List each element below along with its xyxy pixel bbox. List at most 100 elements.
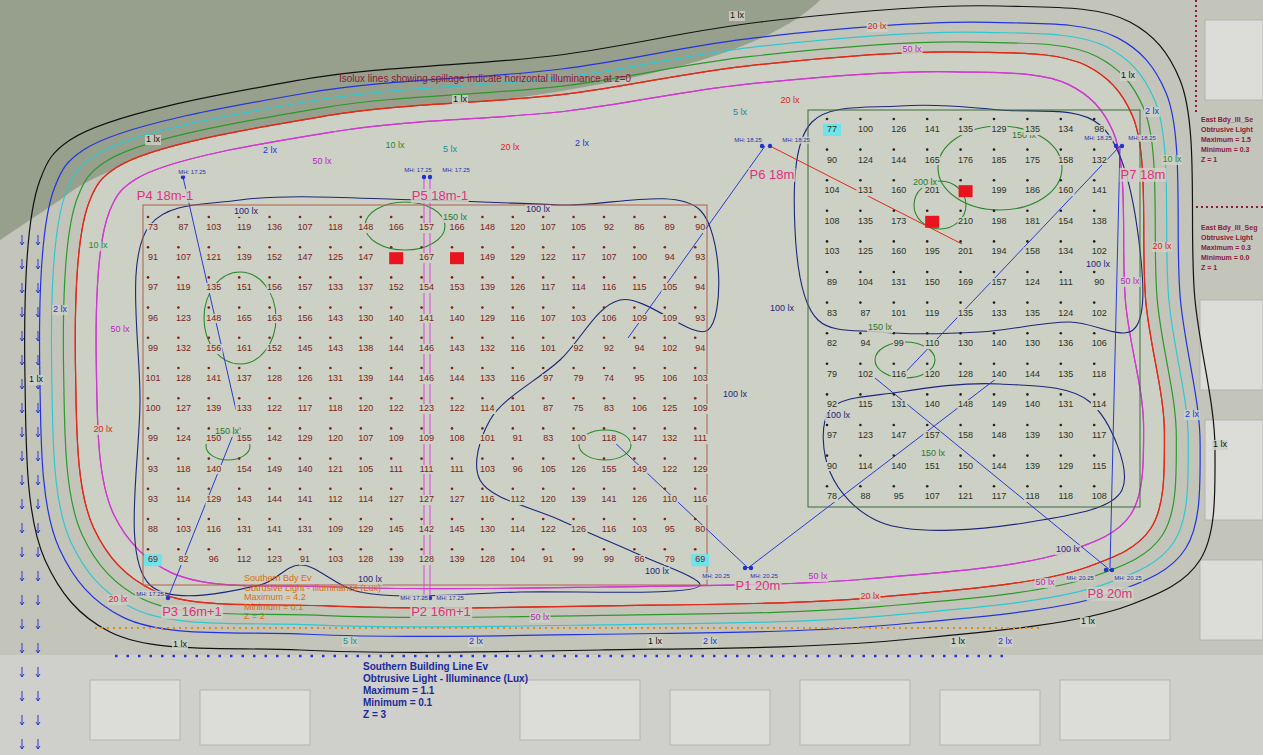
grid-point — [542, 306, 545, 309]
illuminance-value: 140 — [990, 339, 1007, 349]
illuminance-value: 143 — [448, 344, 465, 354]
illuminance-value: 137 — [357, 283, 374, 293]
illuminance-value: 158 — [1024, 247, 1041, 257]
isolux-label: 150 lx — [442, 213, 468, 223]
grid-point — [893, 485, 896, 488]
pole-marker — [166, 596, 170, 600]
grid-point — [360, 427, 363, 430]
aiming-line — [628, 146, 765, 338]
illuminance-value: 140 — [890, 462, 907, 472]
grid-point — [390, 276, 393, 279]
illuminance-value: 141 — [924, 125, 941, 135]
grid-point — [390, 367, 393, 370]
illuminance-value: 104 — [823, 186, 840, 196]
illuminance-value: 147 — [357, 253, 374, 263]
grid-point — [420, 246, 423, 249]
fence-marker — [36, 643, 40, 653]
pole-label: P7 18m — [1120, 168, 1167, 182]
illuminance-value: 99 — [893, 339, 905, 349]
grid-point — [542, 427, 545, 430]
illuminance-value: 149 — [479, 253, 496, 263]
grid-point — [177, 337, 180, 340]
illuminance-value: 103 — [479, 465, 496, 475]
grid-point — [268, 518, 271, 521]
pole-marker — [760, 144, 764, 148]
illuminance-value: 201 — [957, 247, 974, 257]
grid-point — [633, 397, 636, 400]
fence-marker — [20, 307, 24, 317]
grid-point — [664, 276, 667, 279]
pole-label: P1 20m — [735, 579, 782, 593]
grid-point — [694, 457, 697, 460]
boundary-line — [1196, 206, 1263, 208]
grid-point — [512, 518, 515, 521]
grid-point — [1093, 332, 1096, 335]
grid-point — [664, 488, 667, 491]
illuminance-value: 201 — [924, 186, 941, 196]
grid-point — [147, 367, 150, 370]
illuminance-value: 141 — [1091, 186, 1108, 196]
grid-point — [993, 454, 996, 457]
illuminance-value: 125 — [857, 247, 874, 257]
grid-point — [390, 246, 393, 249]
isolux-label: 50 lx — [1119, 277, 1140, 287]
illuminance-value: 108 — [448, 434, 465, 444]
grid-point — [208, 457, 211, 460]
illuminance-value: 128 — [957, 370, 974, 380]
illuminance-value: 167 — [418, 253, 435, 263]
illuminance-value: 107 — [540, 314, 557, 324]
grid-point — [859, 271, 862, 274]
grid-point — [390, 548, 393, 551]
grid-point — [893, 118, 896, 121]
isolux-label: 20 lx — [866, 22, 887, 32]
illuminance-value: 176 — [957, 156, 974, 166]
house — [1200, 560, 1263, 640]
grid-point — [208, 488, 211, 491]
illuminance-value: 86 — [633, 223, 645, 233]
fence-marker — [20, 259, 24, 269]
illuminance-value: 135 — [857, 217, 874, 227]
illuminance-value: 115 — [857, 400, 873, 410]
illuminance-value: 147 — [631, 434, 648, 444]
mounting-height: MH: 17.25 — [441, 167, 471, 174]
illuminance-value: 131 — [1057, 400, 1074, 410]
illuminance-value: 91 — [147, 253, 159, 263]
illuminance-value: 111 — [419, 465, 435, 475]
grid-point — [826, 148, 829, 151]
grid-point — [633, 488, 636, 491]
illuminance-value: 95 — [633, 374, 645, 384]
isolux-label: 1 lx — [729, 11, 745, 21]
illuminance-value: 149 — [266, 465, 283, 475]
illuminance-value: 96 — [512, 465, 524, 475]
grid-point — [481, 306, 484, 309]
illuminance-value: 99 — [147, 344, 159, 354]
grid-points — [147, 118, 1096, 551]
illuminance-value: 112 — [510, 495, 526, 505]
grid-point — [1060, 210, 1063, 213]
illuminance-value: 90 — [694, 223, 706, 233]
illuminance-value: 119 — [175, 283, 191, 293]
illuminance-value: 129 — [357, 525, 374, 535]
grid-point — [959, 148, 962, 151]
isolux-label: 5 lx — [442, 145, 458, 155]
illuminance-value: 106 — [600, 314, 617, 324]
grid-point — [481, 216, 484, 219]
illuminance-value: 150 — [924, 278, 941, 288]
illuminance-value: 114 — [510, 525, 526, 535]
illuminance-value: 118 — [601, 434, 617, 444]
illuminance-value: 116 — [601, 525, 617, 535]
isolux-label: 10 lx — [87, 241, 108, 251]
illuminance-value: 146 — [418, 344, 435, 354]
illuminance-value: 122 — [540, 525, 557, 535]
illuminance-value: 107 — [175, 253, 192, 263]
grid-point — [859, 118, 862, 121]
illuminance-value: 141 — [600, 495, 617, 505]
isolux-line — [794, 105, 1143, 334]
illuminance-value: 154 — [1057, 217, 1074, 227]
grid-point — [1026, 179, 1029, 182]
house — [670, 690, 770, 745]
isolux-line — [40, 22, 1201, 636]
grid-point — [694, 337, 697, 340]
illuminance-value: 127 — [448, 495, 465, 505]
illuminance-value: 143 — [236, 495, 253, 505]
